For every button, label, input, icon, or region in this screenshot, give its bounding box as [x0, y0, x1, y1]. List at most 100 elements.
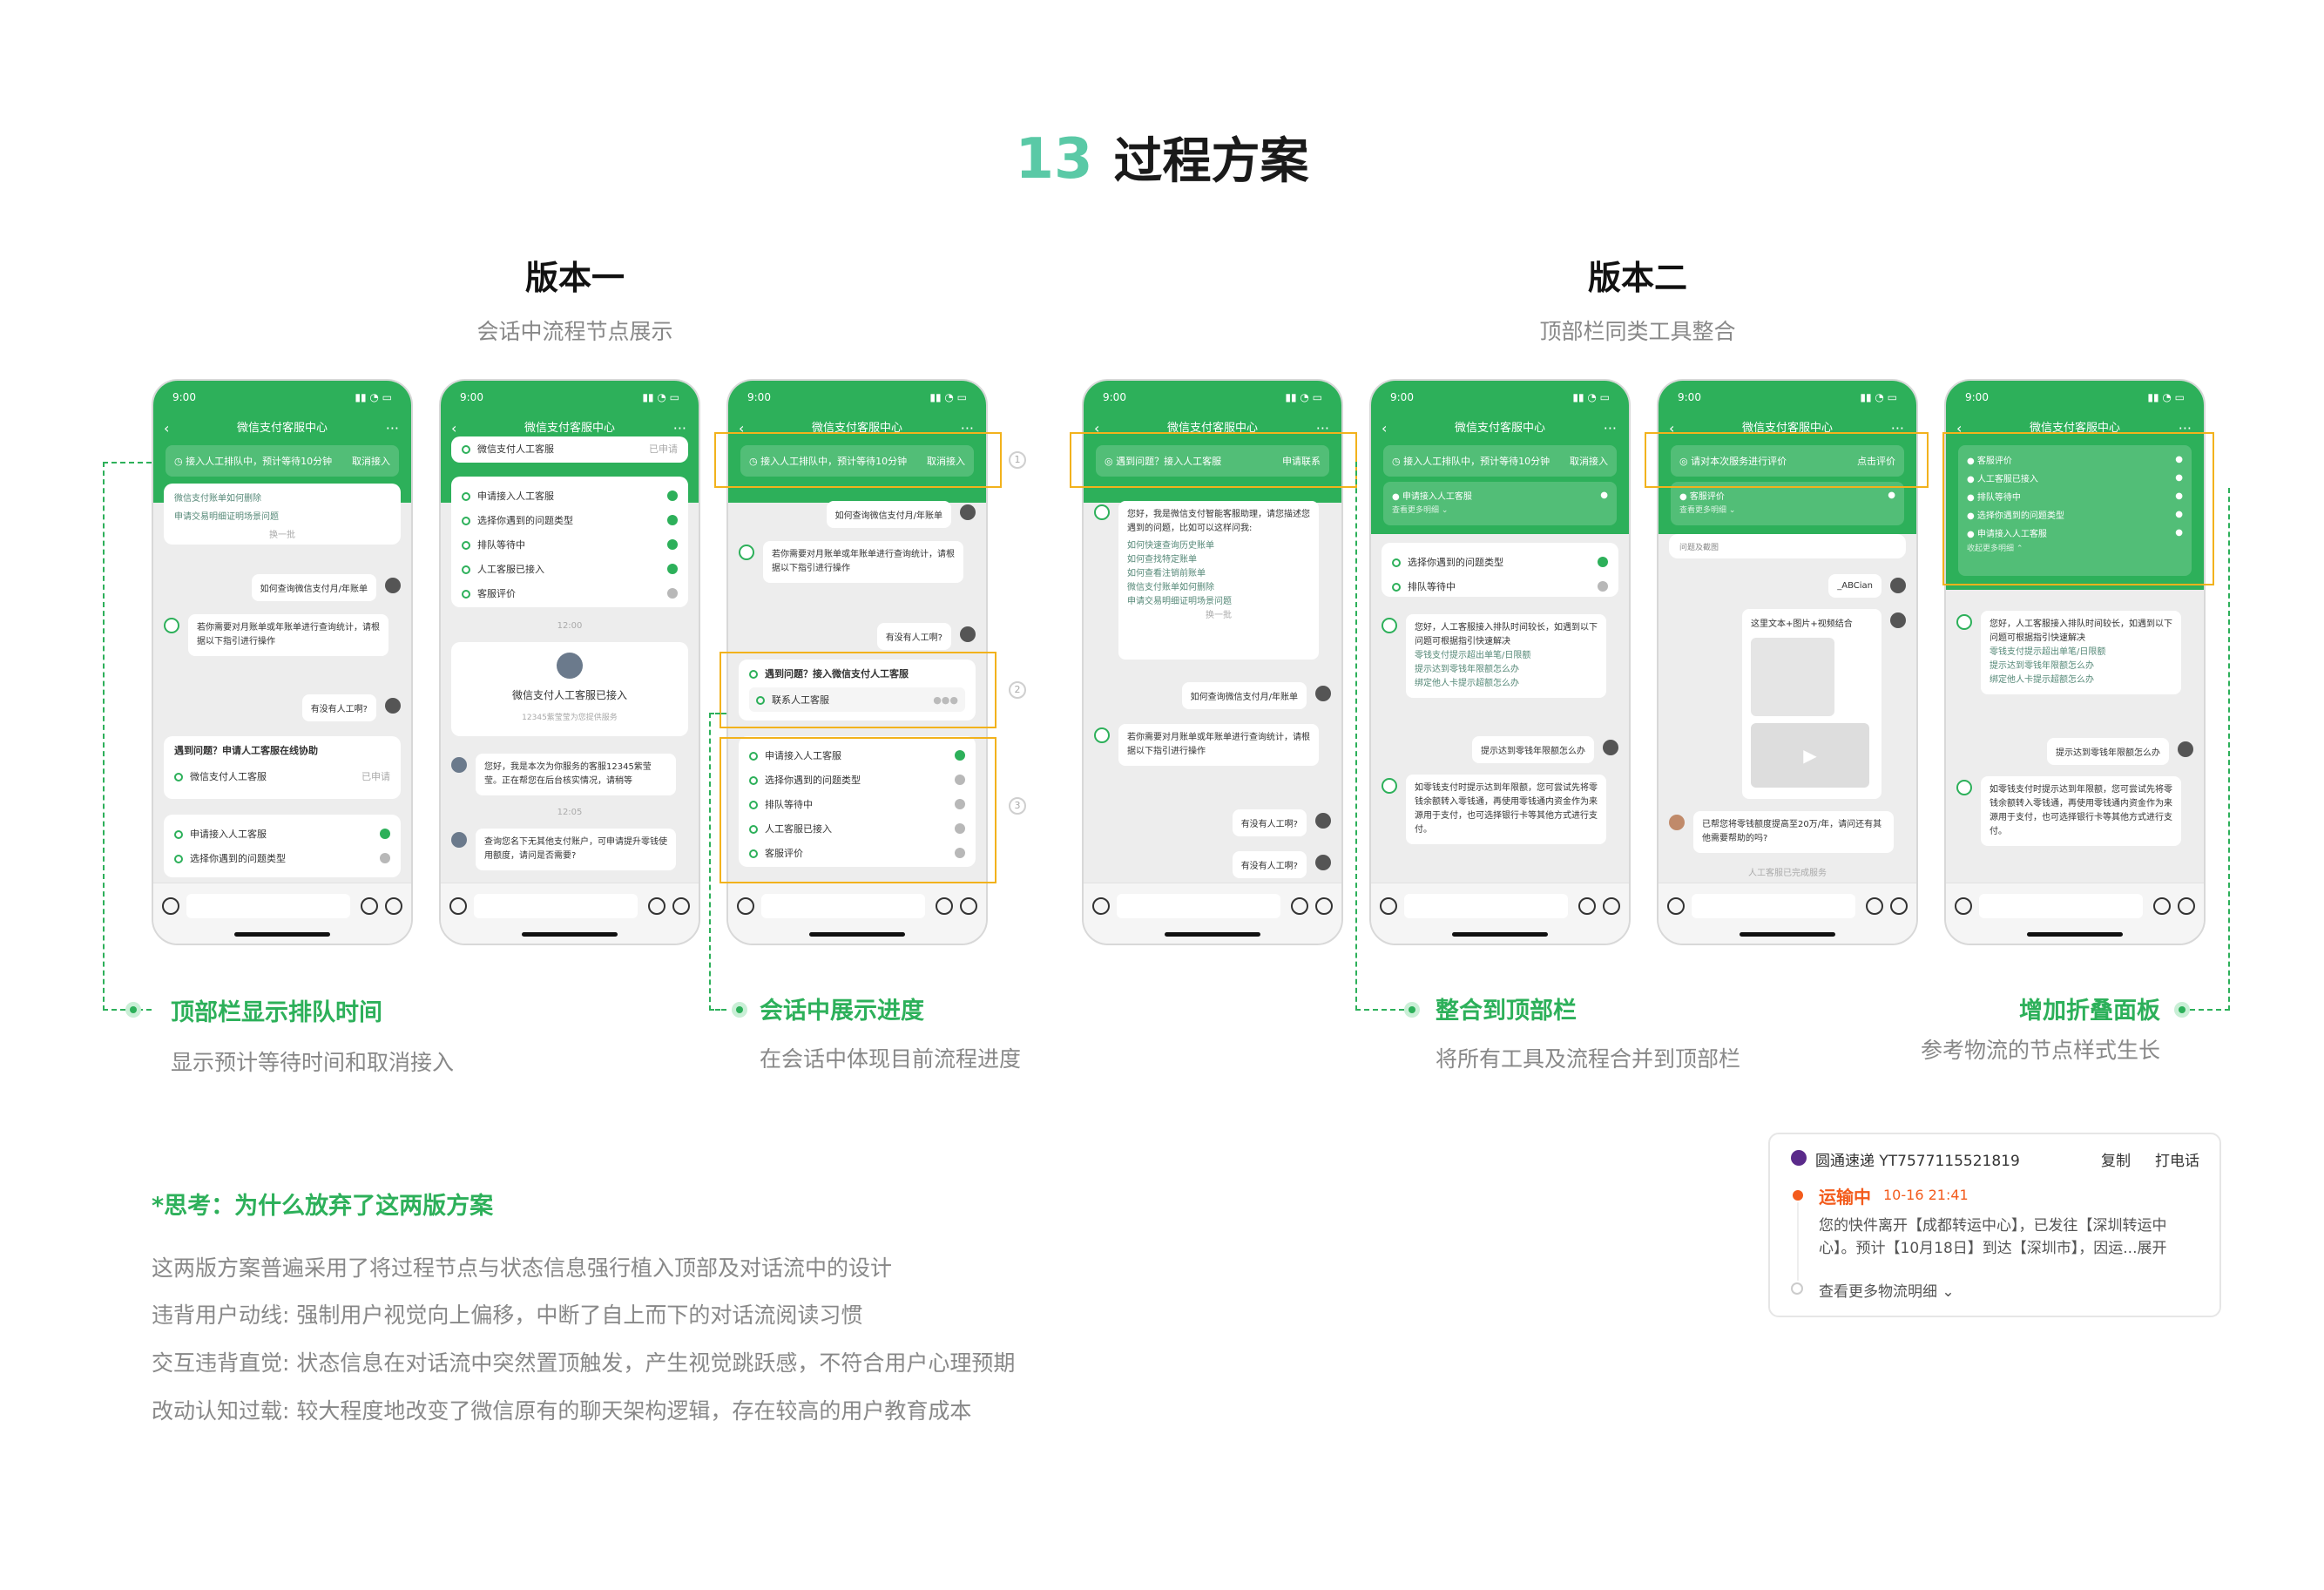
more-icon[interactable]: ··· [385, 420, 399, 436]
timestamp: 12:00 [557, 621, 583, 631]
cancel-button[interactable]: 取消接入 [1570, 456, 1608, 467]
cancel-button[interactable]: 取消接入 [352, 456, 390, 467]
user-avatar [2178, 741, 2193, 757]
more-logistics-link[interactable]: 查看更多物流明细 ⌄ [1819, 1283, 1955, 1301]
phone-mockup-3: 9:00▮▮ ◔ ▭ ‹微信支付客服中心··· ◷ 接入人工排队中，预计等待10… [726, 379, 988, 945]
reflection-title: *思考：为什么放弃了这两版方案 [152, 1193, 494, 1220]
rate-button[interactable]: 点击评价 [1857, 456, 1895, 467]
faq-item[interactable]: 绑定他人卡提示超额怎么办 [1415, 679, 1519, 688]
plus-icon[interactable] [1890, 897, 1908, 915]
voice-icon[interactable] [162, 897, 179, 915]
emoji-icon[interactable] [361, 897, 378, 915]
faq-item[interactable]: 微信支付账单如何删除 [1127, 583, 1214, 592]
shipping-detail: 您的快件离开【成都转运中心】，已发往【深圳转运中心】。预计【10月18日】到达【… [1819, 1217, 2167, 1258]
emoji-icon[interactable] [1578, 897, 1596, 915]
play-icon[interactable]: ▶ [1751, 723, 1869, 788]
plus-icon[interactable] [672, 897, 690, 915]
plus-icon[interactable] [960, 897, 977, 915]
plus-icon[interactable] [1315, 897, 1333, 915]
back-icon[interactable]: ‹ [1382, 420, 1388, 436]
message-input[interactable] [1979, 894, 2143, 918]
expand-link[interactable]: 查看更多明细 ⌄ [1392, 506, 1449, 515]
copy-button[interactable]: 复制 [2101, 1153, 2131, 1170]
emoji-icon[interactable] [2153, 897, 2171, 915]
step-label: 选择你遇到的问题类型 [765, 775, 861, 786]
faq-item[interactable]: 微信支付账单如何删除 [174, 494, 261, 504]
more-icon[interactable]: ··· [672, 420, 686, 436]
check-circle-icon [462, 492, 470, 501]
plus-icon[interactable] [2178, 897, 2195, 915]
bot-message: 您好，我是微信支付智能客服助理，请您描述您遇到的问题，比如可以这样问我: 如何快… [1118, 501, 1319, 660]
emoji-icon[interactable] [1866, 897, 1883, 915]
check-circle-icon [749, 776, 758, 785]
plus-icon[interactable] [1603, 897, 1620, 915]
voice-icon[interactable] [1955, 897, 1972, 915]
nav-title: 微信支付客服中心 [2029, 422, 2120, 435]
faq-item[interactable]: 申请交易明细证明场景问题 [174, 512, 279, 522]
refresh-link[interactable]: 换一批 [1206, 611, 1232, 620]
check-circle-icon [462, 445, 470, 454]
back-icon[interactable]: ‹ [1669, 420, 1675, 436]
message-input[interactable] [474, 894, 638, 918]
back-icon[interactable]: ‹ [451, 420, 457, 436]
check-circle-icon [1392, 558, 1401, 567]
cancel-button[interactable]: 取消接入 [927, 456, 965, 467]
emoji-icon[interactable] [1291, 897, 1308, 915]
message-input[interactable] [761, 894, 925, 918]
faq-item[interactable]: 如何查看注销前账单 [1127, 569, 1206, 578]
note-subtitle: 在会话中体现目前流程进度 [760, 1046, 1022, 1072]
panel-row: ● 人工客服已接入● [1967, 473, 2183, 484]
message-input[interactable] [1117, 894, 1280, 918]
step-label: 人工客服已接入 [765, 823, 832, 835]
voice-icon[interactable] [737, 897, 754, 915]
queue-bar: ◷ 接入人工排队中，预计等待10分钟取消接入 [166, 445, 399, 477]
faq-item[interactable]: 如何查找特定账单 [1127, 555, 1197, 565]
faq-item[interactable]: 零钱支付提示超出单笔/日限额 [1415, 651, 1531, 660]
contact-row[interactable]: 联系人工客服●●● [749, 687, 965, 712]
pending-icon [955, 799, 965, 809]
back-icon[interactable]: ‹ [164, 420, 170, 436]
timeline-line [1797, 1202, 1799, 1281]
message-input[interactable] [1404, 894, 1568, 918]
faq-item[interactable]: 如何快速查询历史账单 [1127, 541, 1214, 551]
message-input[interactable] [186, 894, 350, 918]
voice-icon[interactable] [1092, 897, 1110, 915]
done-icon [667, 539, 678, 550]
back-icon[interactable]: ‹ [1956, 420, 1963, 436]
progress-row: 客服评价 [462, 581, 678, 606]
phone-mockup-1: 9:00▮▮ ◔ ▭ ‹微信支付客服中心··· ◷ 接入人工排队中，预计等待10… [152, 379, 413, 945]
voice-icon[interactable] [1380, 897, 1397, 915]
plus-icon[interactable] [385, 897, 402, 915]
voice-icon[interactable] [1667, 897, 1685, 915]
card-row[interactable]: 微信支付人工客服已申请 [174, 764, 390, 788]
collapse-link[interactable]: 收起更多明细 ⌃ [1967, 545, 2023, 553]
image-thumbnail[interactable] [1751, 638, 1834, 716]
emoji-icon[interactable] [936, 897, 953, 915]
faq-item[interactable]: 零钱支付提示超出单笔/日限额 [1990, 647, 2106, 657]
faq-item[interactable]: 绑定他人卡提示超额怎么办 [1990, 675, 2094, 685]
bot-avatar [1094, 727, 1110, 743]
check-circle-icon [462, 565, 470, 574]
call-button[interactable]: 打电话 [2155, 1153, 2199, 1170]
faq-item[interactable]: 提示达到零钱年限额怎么办 [1415, 665, 1519, 674]
more-icon[interactable]: ··· [1603, 420, 1617, 436]
emoji-icon[interactable] [648, 897, 665, 915]
back-icon[interactable]: ‹ [1094, 420, 1100, 436]
message-input[interactable] [1692, 894, 1855, 918]
user-avatar [960, 504, 976, 520]
back-icon[interactable]: ‹ [739, 420, 745, 436]
refresh-link[interactable]: 换一批 [269, 531, 295, 540]
progress-row: 排队等待中 [1392, 574, 1608, 599]
voice-icon[interactable] [449, 897, 467, 915]
bot-text: 您好，人工客服接入排队时间较长，如遇到以下问题可根据指引快速解决 [1415, 623, 1598, 646]
apply-button[interactable]: 申请联系 [1282, 456, 1321, 467]
faq-item[interactable]: 申请交易明细证明场景问题 [1127, 597, 1232, 606]
status-bar: 9:00▮▮ ◔ ▭ [747, 391, 967, 409]
progress-panel: 选择你遇到的问题类型 排队等待中 [1382, 543, 1618, 597]
bot-avatar [739, 545, 754, 560]
faq-item[interactable]: 提示达到零钱年限额怎么办 [1990, 661, 2094, 671]
expanded-panel: ● 客服评价● ● 人工客服已接入● ● 排队等待中● ● 选择你遇到的问题类型… [1958, 445, 2192, 576]
phone-mockup-2: 9:00▮▮ ◔ ▭ ‹微信支付客服中心··· 微信支付人工客服已申请 申请接入… [439, 379, 700, 945]
expand-link[interactable]: 查看更多明细 ⌄ [1679, 506, 1736, 515]
agent-title: 微信支付人工客服已接入 [511, 689, 627, 701]
